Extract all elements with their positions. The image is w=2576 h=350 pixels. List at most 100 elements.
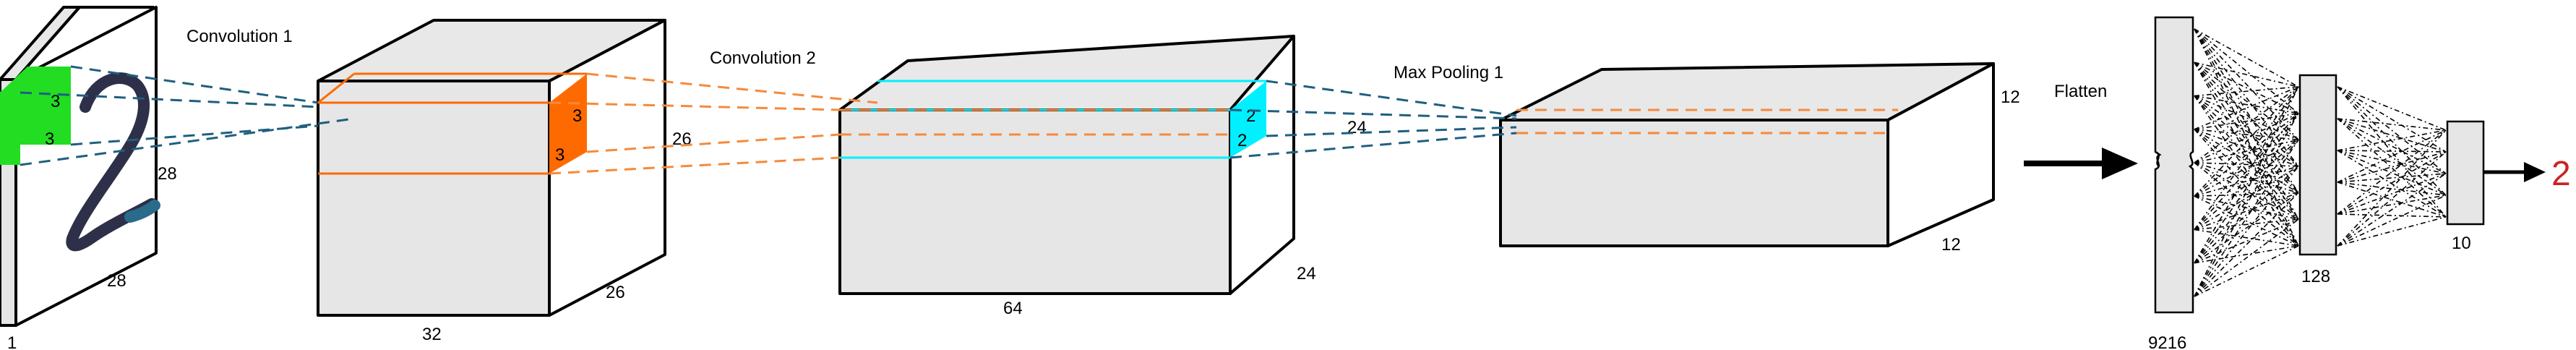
- connection-line: [2194, 218, 2299, 264]
- stage-label-max-pooling-1: Max Pooling 1: [1394, 63, 1503, 82]
- connection-line: [2194, 86, 2299, 230]
- connection-line: [2337, 213, 2447, 218]
- connection-line: [2194, 245, 2299, 297]
- conv2-kernel-highlight: [1230, 81, 1266, 158]
- connection-line: [2194, 112, 2299, 130]
- handwritten-digit-two: [66, 72, 158, 252]
- connection-line: [2337, 150, 2447, 153]
- flatten-units-label: 9216: [2148, 333, 2186, 350]
- output-units-label: 10: [2452, 234, 2471, 253]
- connection-line: [2337, 86, 2447, 196]
- conv2-height-label: 24: [1347, 118, 1367, 137]
- stage-label-convolution-1: Convolution 1: [186, 27, 293, 46]
- connection-line: [2194, 166, 2299, 231]
- connection-line: [2194, 113, 2299, 231]
- input-kernel-size-a: 3: [51, 92, 60, 111]
- connection-line: [2337, 86, 2447, 218]
- flatten-arrow-head: [2102, 148, 2138, 179]
- conv2-channels-label: 64: [1003, 299, 1023, 318]
- connection-line: [2337, 129, 2447, 183]
- connection-line: [2194, 139, 2299, 231]
- conv2-width-label: 24: [1297, 264, 1316, 283]
- input-height-label: 28: [158, 164, 177, 184]
- output-arrow-head: [2524, 162, 2546, 182]
- conv1-block: 3 3 26 26 32: [317, 19, 692, 344]
- connection-line: [2194, 86, 2299, 97]
- connection-line: [2194, 28, 2299, 140]
- conv1-kernel-size-a: 3: [572, 106, 582, 126]
- projection-lines-conv1-conv2: [549, 72, 1230, 175]
- connection-line: [2194, 245, 2299, 264]
- connection-line: [2337, 118, 2447, 131]
- connection-line: [2194, 139, 2299, 264]
- connection-line: [2194, 95, 2299, 114]
- connection-line: [2337, 118, 2447, 196]
- connection-line: [2337, 86, 2447, 131]
- conv2-kernel-size-a: 2: [1246, 106, 1255, 126]
- input-block: 3 3 28 28 1: [0, 6, 177, 350]
- connection-line: [2337, 150, 2447, 174]
- connection-line: [2337, 151, 2447, 247]
- connection-line: [2194, 192, 2299, 197]
- connection-line: [2337, 150, 2447, 218]
- connection-line: [2337, 182, 2447, 218]
- projection-lines-input-conv1: [20, 65, 355, 166]
- connection-line: [2194, 129, 2299, 220]
- connection-line: [2194, 95, 2299, 220]
- pool-block: 12 12: [1499, 62, 2020, 255]
- pool-width-label: 12: [1941, 235, 1961, 255]
- connection-line: [2194, 166, 2299, 197]
- connection-line: [2194, 129, 2299, 247]
- input-width-label: 28: [107, 271, 126, 291]
- connection-line: [2337, 216, 2447, 247]
- connection-line: [2337, 129, 2447, 215]
- connection-line: [2194, 86, 2299, 197]
- output-dense-layer: 10: [2446, 120, 2485, 253]
- connection-line: [2194, 95, 2299, 167]
- connection-line: [2337, 173, 2447, 215]
- connection-line: [2337, 118, 2447, 174]
- connection-line: [2337, 150, 2447, 196]
- connection-line: [2194, 162, 2299, 247]
- connection-line: [2194, 28, 2299, 88]
- connection-line: [2194, 195, 2299, 247]
- connection-line: [2194, 129, 2299, 194]
- input-kernel-front: [0, 93, 20, 165]
- conv2-block-front: [838, 108, 1232, 295]
- connection-line: [2337, 173, 2447, 183]
- connection-line: [2194, 195, 2299, 221]
- connection-line: [2194, 218, 2299, 297]
- conv1-kernel-highlight: [549, 74, 587, 174]
- connection-line: [2337, 118, 2447, 218]
- connections-flatten-to-hidden: [2194, 28, 2299, 297]
- connection-line: [2194, 113, 2299, 197]
- connection-line: [2194, 218, 2299, 231]
- connection-line: [2337, 173, 2447, 247]
- connection-line: [2337, 129, 2447, 247]
- connection-line: [2194, 86, 2299, 264]
- projection-lines-conv2-pool: [1229, 80, 1517, 159]
- connection-line: [2194, 61, 2299, 194]
- connection-line: [2194, 229, 2299, 247]
- connection-line: [2194, 28, 2299, 167]
- connection-line: [2194, 113, 2299, 297]
- connection-line: [2194, 61, 2299, 114]
- stage-label-flatten: Flatten: [2054, 82, 2107, 101]
- connection-line: [2194, 86, 2299, 297]
- connection-line: [2194, 86, 2299, 163]
- conv2-block-top: [838, 35, 1295, 111]
- connection-line: [2337, 86, 2447, 174]
- input-depth-label: 1: [7, 333, 17, 350]
- connection-line: [2194, 162, 2299, 221]
- connection-line: [2194, 61, 2299, 88]
- connection-line: [2194, 139, 2299, 197]
- input-kernel-size-b: 3: [45, 129, 54, 149]
- connection-line: [2337, 86, 2447, 153]
- conv1-width-label: 26: [606, 283, 625, 302]
- connection-line: [2194, 112, 2299, 163]
- connection-line: [2337, 118, 2447, 153]
- conv1-kernel-size-b: 3: [555, 145, 564, 165]
- connection-line: [2194, 192, 2299, 264]
- conv2-block: 2 2 24 24 64: [838, 35, 1367, 318]
